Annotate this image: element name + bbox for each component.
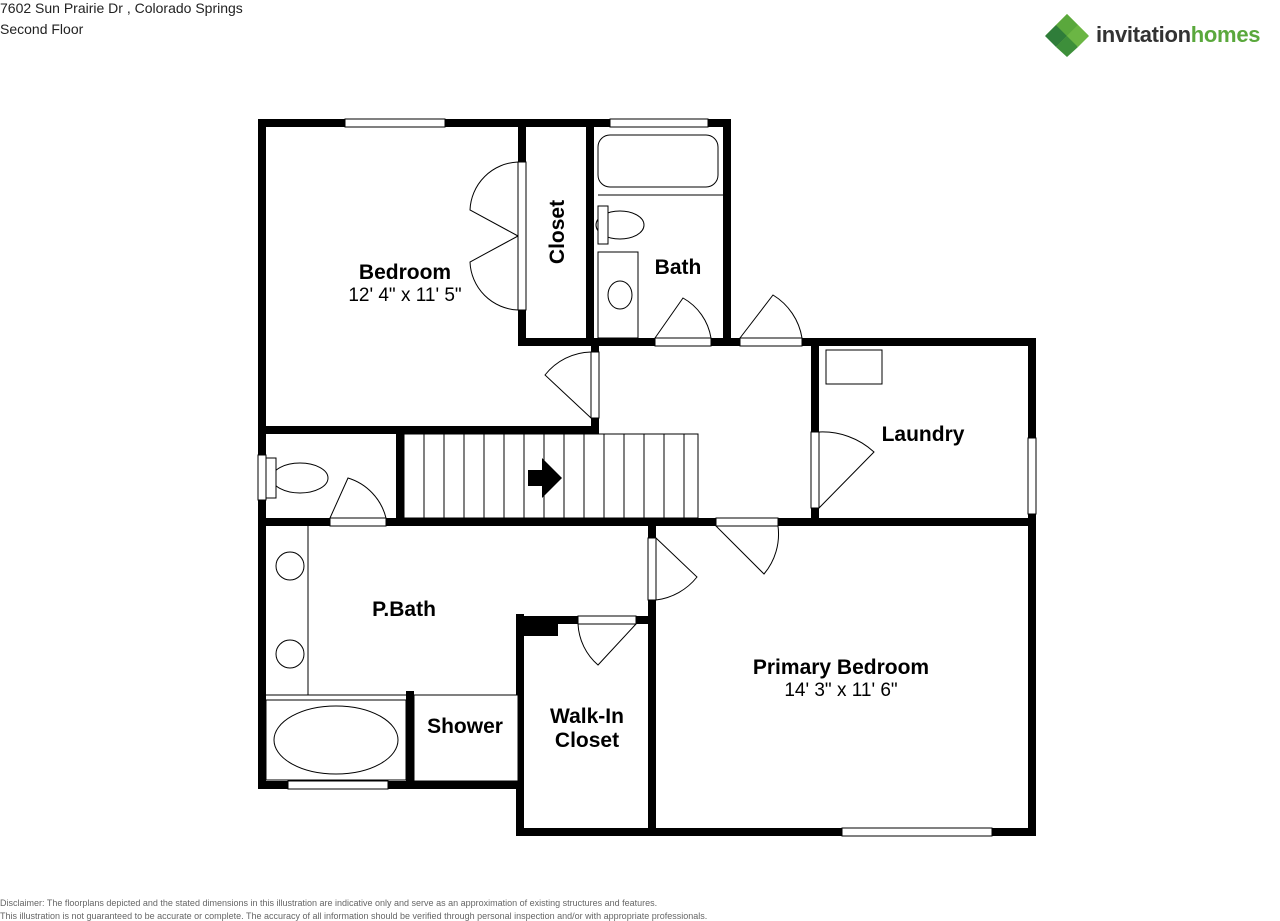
room-pbath: P.Bath	[372, 597, 436, 621]
room-bath: Bath	[654, 255, 702, 279]
invitation-homes-logo: invitationhomes	[1044, 12, 1261, 58]
room-bedroom: Bedroom 12' 4" x 11' 5"	[348, 261, 462, 307]
disclaimer-line-1: Disclaimer: The floorplans depicted and …	[0, 898, 658, 908]
room-shower: Shower	[427, 714, 503, 738]
address-text: 7602 Sun Prairie Dr , Colorado Springs	[0, 0, 243, 16]
logo-mark-icon	[1045, 14, 1089, 57]
logo-text: invitationhomes	[1096, 22, 1261, 47]
disclaimer-line-2: This illustration is not guaranteed to b…	[0, 911, 708, 921]
room-walkin-closet: Walk-In Closet	[550, 704, 624, 752]
stairs-arrow-icon	[528, 458, 562, 498]
room-closet: Closet	[545, 199, 569, 265]
stairs	[403, 433, 699, 519]
floor-label: Second Floor	[0, 21, 84, 37]
room-laundry: Laundry	[881, 422, 965, 446]
room-primary-bedroom: Primary Bedroom 14' 3" x 11' 6"	[752, 656, 930, 702]
